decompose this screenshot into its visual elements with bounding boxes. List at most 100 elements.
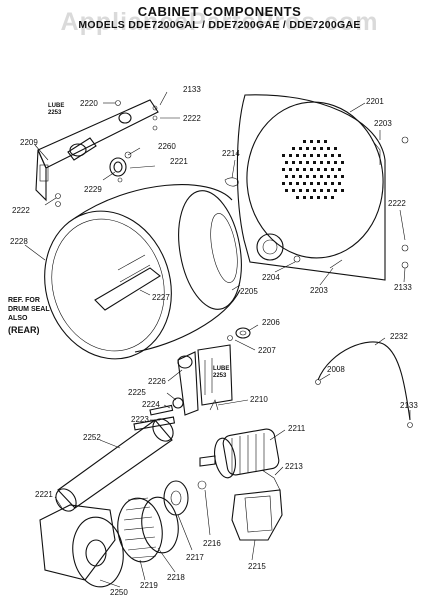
vent-hole xyxy=(303,168,306,171)
vent-hole xyxy=(306,175,309,178)
vent-hole xyxy=(317,196,320,199)
vent-hole xyxy=(331,168,334,171)
vent-hole xyxy=(292,189,295,192)
vent-hole xyxy=(317,140,320,143)
ref-line2: DRUM SEAL xyxy=(8,306,50,313)
lube-note-mid-line2: 2253 xyxy=(213,373,227,379)
vent-hole xyxy=(320,175,323,178)
callout-2219: 2219 xyxy=(140,581,158,590)
callout-2133: 2133 xyxy=(400,401,418,410)
vent-hole xyxy=(313,161,316,164)
callout-2227: 2227 xyxy=(152,293,170,302)
pulley-disc-part xyxy=(163,480,207,516)
rear-note: (REAR) xyxy=(8,325,40,335)
callout-2225: 2225 xyxy=(128,388,146,397)
callout-2218: 2218 xyxy=(167,573,185,582)
callout-2205: 2205 xyxy=(240,287,258,296)
drum-seal-reference: REF. FOR DRUM SEAL ALSO (REAR) xyxy=(8,297,50,335)
callout-2221: 2221 xyxy=(35,490,53,499)
vent-hole xyxy=(285,161,288,164)
vent-hole xyxy=(285,189,288,192)
lube-note-mid-line1: LUBE xyxy=(213,366,229,372)
callout-2203: 2203 xyxy=(374,119,392,128)
vent-hole xyxy=(289,168,292,171)
motor-part xyxy=(199,428,280,479)
vent-hole xyxy=(341,161,344,164)
vent-hole xyxy=(310,154,313,157)
callout-2228: 2228 xyxy=(10,237,28,246)
vent-hole xyxy=(331,182,334,185)
callout-2211: 2211 xyxy=(288,424,306,433)
callout-2223: 2223 xyxy=(131,415,149,424)
callout-2229: 2229 xyxy=(84,185,102,194)
vent-hole xyxy=(292,147,295,150)
drum-part xyxy=(44,184,242,360)
vent-hole xyxy=(282,168,285,171)
vent-hole xyxy=(306,147,309,150)
vent-hole xyxy=(334,175,337,178)
vent-hole xyxy=(331,154,334,157)
vent-hole xyxy=(317,168,320,171)
vent-hole xyxy=(303,182,306,185)
wire-harness-part xyxy=(315,341,413,428)
pulley-part xyxy=(109,151,132,177)
vent-hole xyxy=(313,147,316,150)
vent-hole xyxy=(303,140,306,143)
vent-hole xyxy=(320,161,323,164)
vent-hole xyxy=(306,161,309,164)
vent-hole xyxy=(320,147,323,150)
vent-hole xyxy=(338,168,341,171)
callout-2206: 2206 xyxy=(262,318,280,327)
vent-hole xyxy=(303,196,306,199)
callout-2209: 2209 xyxy=(20,138,38,147)
callout-2207: 2207 xyxy=(258,346,276,355)
callout-2260: 2260 xyxy=(158,142,176,151)
lube-note-mid: LUBE 2253 xyxy=(213,366,229,379)
callout-2217: 2217 xyxy=(186,553,204,562)
vent-hole xyxy=(310,168,313,171)
vent-hole xyxy=(338,154,341,157)
vent-hole xyxy=(334,147,337,150)
vent-hole xyxy=(289,182,292,185)
rear-screws-part xyxy=(224,136,409,269)
callout-2222: 2222 xyxy=(12,206,30,215)
vent-hole xyxy=(338,182,341,185)
vent-hole xyxy=(285,175,288,178)
idler-arm-part xyxy=(177,344,233,416)
vent-hole xyxy=(334,189,337,192)
callout-2203: 2203 xyxy=(310,286,328,295)
callout-2210: 2210 xyxy=(250,395,268,404)
vent-hole xyxy=(324,168,327,171)
leader-lines xyxy=(24,91,411,588)
vent-hole xyxy=(313,189,316,192)
vent-hole xyxy=(327,147,330,150)
callout-2250: 2250 xyxy=(110,588,128,597)
callout-labels: 2133 2220 2222 2209 2260 2221 2229 2222 … xyxy=(10,85,418,597)
vent-hole xyxy=(296,168,299,171)
callout-2221: 2221 xyxy=(170,157,188,166)
vent-hole xyxy=(282,182,285,185)
vent-hole xyxy=(299,161,302,164)
vent-hole xyxy=(320,189,323,192)
small-screws-part xyxy=(55,100,123,207)
bearing-bracket-part xyxy=(35,99,159,202)
vent-hole xyxy=(292,161,295,164)
diagram-title: CABINET COMPONENTS xyxy=(137,4,302,19)
vent-hole xyxy=(292,175,295,178)
callout-2213: 2213 xyxy=(285,462,303,471)
vent-hole xyxy=(310,196,313,199)
blower-wheel-part xyxy=(117,496,179,563)
callout-2214: 2214 xyxy=(222,149,240,158)
vent-hole xyxy=(317,154,320,157)
vent-hole xyxy=(310,140,313,143)
ref-line1: REF. FOR xyxy=(8,297,40,304)
callout-2215: 2215 xyxy=(248,562,266,571)
vent-hole xyxy=(299,175,302,178)
vent-hole xyxy=(296,196,299,199)
rear-panel-part xyxy=(236,94,386,281)
vent-hole xyxy=(324,140,327,143)
vent-hole xyxy=(299,147,302,150)
callout-2204: 2204 xyxy=(262,273,280,282)
vent-hole xyxy=(341,189,344,192)
